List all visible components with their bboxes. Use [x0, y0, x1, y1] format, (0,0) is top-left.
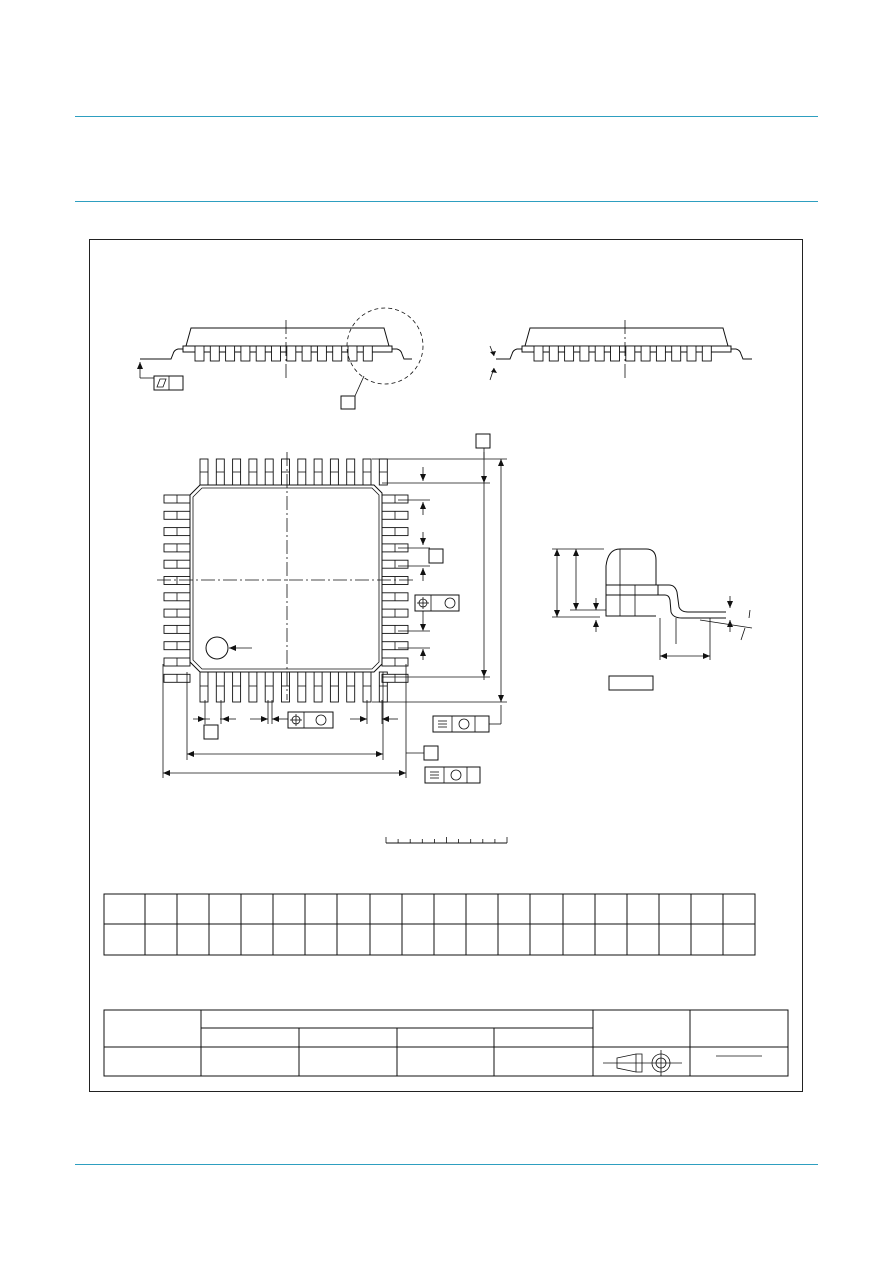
projection-method-symbol: [603, 1050, 682, 1076]
pin1-index-mark: [205, 636, 229, 660]
top-rule: [75, 116, 818, 117]
lead-bottom: [215, 671, 225, 703]
datum-b-box: [475, 433, 491, 449]
side-lead: [625, 345, 636, 362]
side-view-left: [137, 307, 424, 410]
position-tolerance-symbol: [417, 597, 429, 609]
side-lead: [286, 345, 297, 362]
side-lead: [347, 345, 358, 362]
bottom-rule: [75, 1164, 818, 1165]
side-lead: [316, 345, 327, 362]
lead-bottom: [297, 671, 307, 703]
side-lead: [255, 345, 266, 362]
outline-version-table: [103, 1009, 789, 1077]
side-lead: [701, 345, 712, 362]
side-lead: [332, 345, 343, 362]
lead-bottom: [281, 671, 290, 703]
side-lead: [579, 345, 590, 362]
position-tolerance-frame-bottom: [287, 711, 334, 729]
side-lead: [362, 345, 373, 362]
position-tolerance-frame-right: [414, 594, 460, 612]
side-lead: [240, 345, 251, 362]
flatness-tolerance-frame: [153, 375, 184, 391]
lead-bottom: [264, 671, 274, 703]
side-view-right: [489, 320, 752, 381]
lead-bottom: [362, 671, 372, 703]
side-lead: [686, 345, 697, 362]
side-lead: [533, 345, 544, 362]
side-lead: [655, 345, 666, 362]
lead-bottom: [313, 671, 323, 703]
datum-a-box: [423, 745, 439, 761]
dimension-table: [103, 893, 756, 956]
side-lead: [194, 345, 205, 362]
lead-bottom: [248, 671, 258, 703]
side-lead: [610, 345, 620, 362]
side-lead: [671, 345, 682, 362]
parallelism-frame-bottom: [424, 766, 481, 784]
drawing-frame: [89, 239, 803, 1092]
section-rule: [75, 201, 818, 202]
side-lead: [564, 345, 575, 362]
detail-x-label-box: [340, 395, 356, 410]
pin-pitch-label-box: [203, 724, 219, 740]
side-lead: [548, 345, 559, 362]
side-lead: [640, 345, 651, 362]
detail-view: [552, 548, 753, 691]
side-lead: [301, 345, 312, 362]
parallelism-symbol: [438, 720, 447, 728]
detail-e-label-box: [428, 548, 444, 564]
scale-bar: [385, 837, 508, 844]
lead-bottom: [199, 671, 209, 703]
flatness-symbol: [156, 378, 167, 388]
side-lead: [225, 345, 236, 362]
side-lead: [271, 345, 281, 362]
lead-bottom: [329, 671, 339, 703]
top-view: [157, 433, 507, 784]
lead-bottom: [232, 671, 242, 703]
lead-bottom: [346, 671, 356, 703]
detail-x-title-box: [608, 675, 654, 691]
side-lead: [594, 345, 605, 362]
side-lead: [209, 345, 220, 362]
